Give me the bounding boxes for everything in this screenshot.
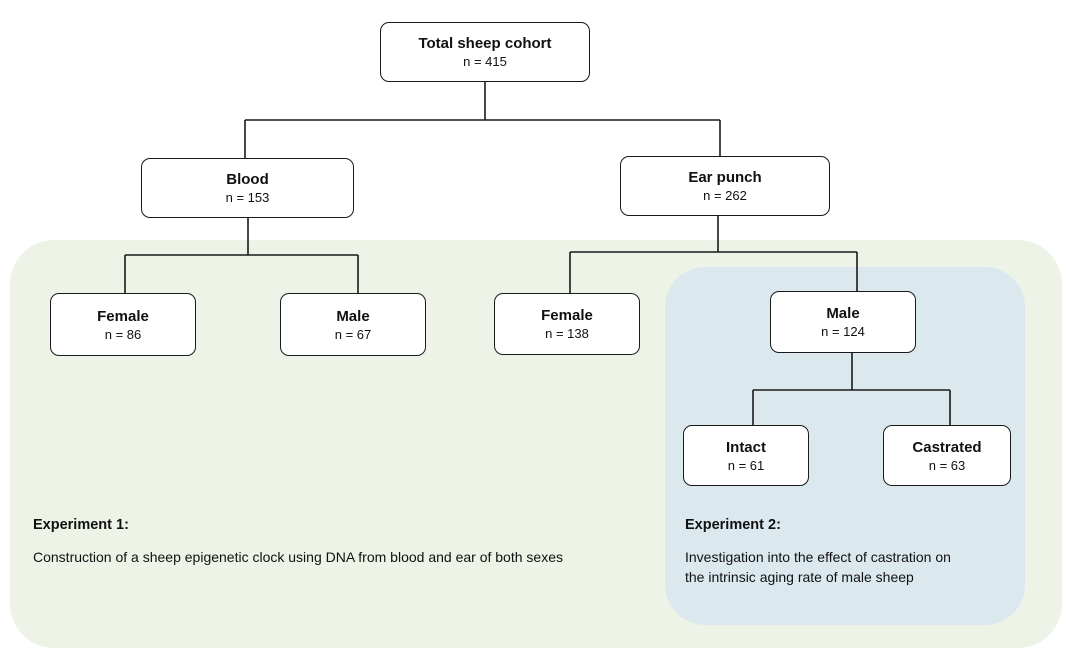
node-blood: Blood n = 153 [141, 158, 354, 218]
node-ear-punch: Ear punch n = 262 [620, 156, 830, 216]
node-count: n = 415 [463, 54, 507, 69]
node-count: n = 67 [334, 326, 372, 342]
connector-ear-split [569, 216, 858, 293]
node-count: n = 86 [104, 326, 142, 342]
node-title: Intact [725, 438, 766, 456]
node-blood-male: Male n = 67 [280, 293, 426, 356]
node-title: Female [97, 307, 149, 325]
node-count: n = 124 [821, 324, 865, 339]
node-title: Total sheep cohort [418, 35, 552, 52]
experiment-1-description: Construction of a sheep epigenetic clock… [33, 549, 563, 565]
experiment-2-text: Experiment 2: Investigation into the eff… [685, 515, 1020, 587]
node-ear-male: Male n = 124 [770, 291, 916, 353]
node-count: n = 63 [928, 457, 966, 473]
node-blood-female: Female n = 86 [50, 293, 196, 356]
node-ear-female: Female n = 138 [494, 293, 640, 355]
node-title: Female [541, 307, 593, 324]
connector-total-split [244, 82, 721, 158]
node-count: n = 61 [727, 457, 765, 473]
node-title: Castrated [912, 438, 982, 456]
node-castrated: Castrated n = 63 [883, 425, 1011, 486]
node-total-cohort: Total sheep cohort n = 415 [380, 22, 590, 82]
experiment-2-heading: Experiment 2: [685, 517, 781, 533]
node-count: n = 153 [225, 190, 270, 205]
experiment-1-text: Experiment 1: Construction of a sheep ep… [33, 515, 663, 567]
experiment-1-heading: Experiment 1: [33, 517, 129, 533]
node-title: Blood [226, 171, 269, 188]
experiment-2-description-line2: the intrinsic aging rate of male sheep [685, 569, 914, 585]
connector-male-split [752, 353, 951, 425]
node-intact: Intact n = 61 [683, 425, 809, 486]
node-count: n = 138 [545, 326, 589, 341]
experiment-2-description-line1: Investigation into the effect of castrat… [685, 549, 951, 565]
node-title: Male [336, 307, 370, 325]
connector-blood-split [124, 217, 359, 293]
node-title: Ear punch [688, 169, 762, 186]
node-count: n = 262 [703, 188, 747, 203]
node-title: Male [826, 305, 860, 322]
